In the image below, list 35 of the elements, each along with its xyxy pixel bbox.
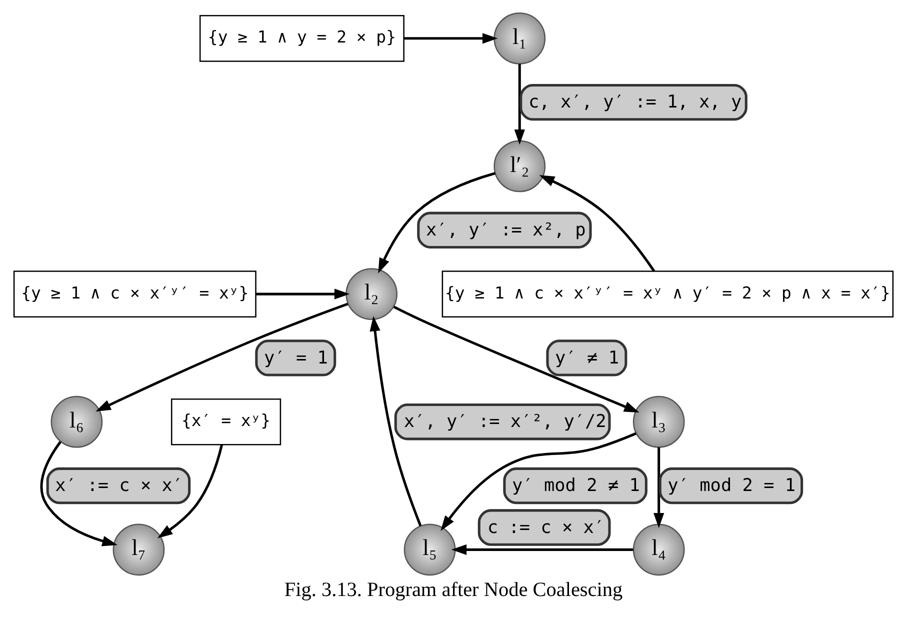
edge-label: y′ mod 2 ≠ 1 [512,476,640,496]
edge-label: x′, y′ := x′², y′/2 [404,412,606,432]
arrow [654,447,664,528]
arrow [96,302,348,412]
node-circle: l₇ [112,524,165,576]
arrow [440,432,636,531]
edge-label: c := c × x′ [487,518,605,538]
edge-label: c, x′, y′ := 1, x, y [528,92,742,113]
node-circle: l₃ [632,396,685,448]
caption: Fig. 3.13. Program after Node Coalescing [284,579,623,602]
arrow [393,306,640,413]
node-box: {y ≥ 1 ∧ y = 2 × p} [199,15,404,62]
edge-label: y′ ≠ 1 [555,348,620,368]
edge-label: y′ mod 2 = 1 [668,476,796,496]
arrow [378,172,496,274]
node-circle: l₄ [632,524,685,576]
node-circle: l₆ [50,396,103,448]
arrow [256,288,350,300]
arrow [157,444,224,538]
arrow [370,316,422,526]
edge-label: x′ := c × x′ [55,476,184,496]
arrow [404,33,498,44]
node-circle: l′₂ [494,140,546,192]
node-box: {y ≥ 1 ∧ c × x′ʸ′ = xʸ} [13,270,256,318]
arrow [40,441,118,546]
node-circle: l₁ [494,12,546,64]
arrow [539,175,656,272]
edge-label: x′, y′ := x², p [426,220,586,240]
node-circle: l₅ [404,524,456,576]
node-box: {x′ = xʸ} [170,398,282,446]
node-circle: l₂ [346,268,398,320]
node-box: {y ≥ 1 ∧ c × x′ʸ′ = xʸ ∧ y′ = 2 × p ∧ x = x′} [442,270,894,318]
edge-label: y′ = 1 [264,348,328,368]
arrow [514,64,525,145]
arrow [451,544,634,555]
